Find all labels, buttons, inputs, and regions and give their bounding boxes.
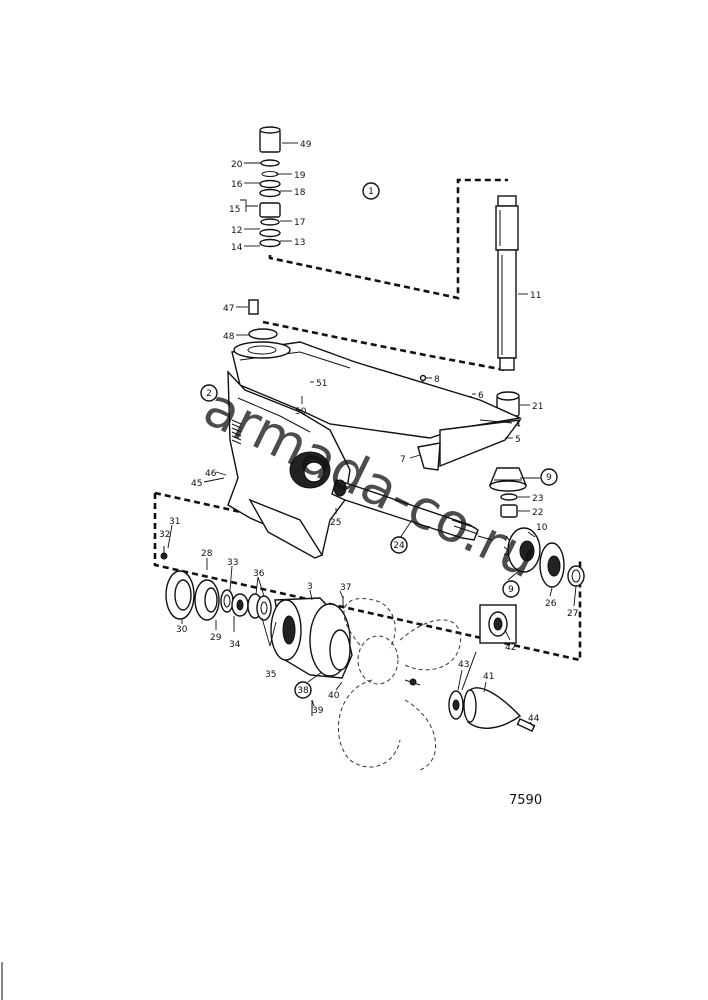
circled-labels: 1 2 9 9 24 38 [200,182,558,699]
lower-gear-housing [227,341,523,559]
label-30: 30 [176,625,188,635]
circle-38 [294,681,312,699]
label-22: 22 [532,508,543,518]
label-45: 45 [191,479,202,489]
label-39: 39 [312,706,324,716]
label-7: 7 [400,455,406,465]
label-32: 32 [159,530,170,540]
label-24: 24 [393,541,405,551]
label-12: 12 [231,226,242,236]
label-1: 1 [368,187,374,197]
label-33: 33 [227,558,238,568]
bearing-carrier-group [160,546,272,621]
label-4: 4 [515,420,521,430]
label-47: 47 [223,304,234,314]
label-16: 16 [231,180,243,190]
propeller-shaft [331,479,493,541]
part-number-labels: 49 20 19 16 18 15 17 12 13 14 11 47 48 5… [159,140,578,724]
propeller-housing [270,596,353,716]
label-21: 21 [532,402,543,412]
label-9-top: 9 [546,473,552,483]
circle-9-top [540,468,558,486]
label-5: 5 [515,435,521,445]
bevel-gear [503,527,585,588]
label-13: 13 [294,238,305,248]
label-29: 29 [210,633,222,643]
label-25: 25 [330,518,341,528]
circle-1 [362,182,380,200]
label-36: 36 [253,569,265,579]
label-28: 28 [201,549,213,559]
label-11: 11 [530,291,541,301]
label-6: 6 [478,391,484,401]
propeller-outline [337,598,462,771]
label-2: 2 [206,389,212,399]
label-10: 10 [536,523,548,533]
label-15: 15 [229,205,240,215]
label-34: 34 [229,640,241,650]
label-35: 35 [265,670,276,680]
label-20: 20 [231,160,243,170]
label-8: 8 [434,375,440,385]
label-9-bottom: 9 [508,585,514,595]
leader-lines [167,142,577,728]
circle-2 [200,384,218,402]
label-44: 44 [528,714,540,724]
drawing-number: 7590 [509,793,542,808]
label-31: 31 [169,517,180,527]
label-48: 48 [223,332,235,342]
label-42: 42 [505,643,516,653]
upper-bearing-stack [259,126,281,248]
circle-24 [390,536,408,554]
label-14: 14 [231,243,243,253]
circle-9-bottom [502,580,520,598]
label-37: 37 [340,583,351,593]
label-38: 38 [297,686,309,696]
vertical-drive-shaft [495,195,519,371]
label-17: 17 [294,218,305,228]
label-19: 19 [294,171,306,181]
label-18: 18 [294,188,306,198]
label-23: 23 [532,494,543,504]
label-41: 41 [483,672,494,682]
label-43: 43 [458,660,469,670]
label-26: 26 [545,599,557,609]
label-3: 3 [307,582,313,592]
pinion-gear [488,467,528,518]
label-46: 46 [205,469,217,479]
label-51: 51 [316,379,327,389]
propeller-cone-group [404,604,536,733]
label-27: 27 [567,609,578,619]
label-49: 49 [300,140,312,150]
label-40: 40 [328,691,340,701]
label-50: 50 [295,407,307,417]
